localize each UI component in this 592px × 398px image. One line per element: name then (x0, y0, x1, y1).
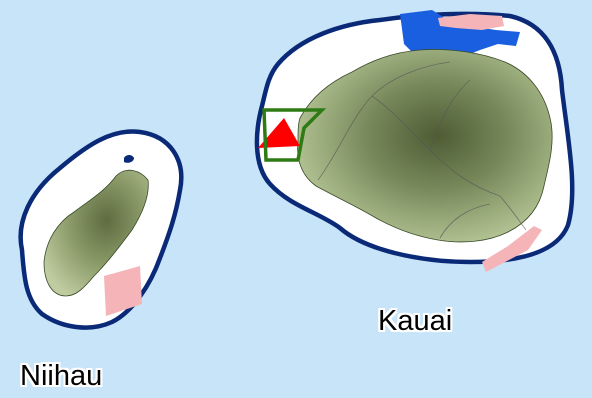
niihau-label: Niihau (20, 360, 103, 392)
niihau-land[interactable] (43, 169, 149, 297)
kauai-blue-zone (400, 10, 520, 60)
kauai-red-zone (258, 118, 300, 148)
kauai-pink-zone-southeast (482, 226, 542, 272)
kauai-land[interactable] (297, 49, 553, 243)
kauai-green-area (262, 108, 327, 162)
lehua-islet (124, 155, 134, 163)
kauai-roads (317, 61, 527, 239)
niihau-pink-zone (104, 266, 142, 316)
kauai-label: Kauai (378, 305, 453, 337)
kauai-pink-zone-north (438, 14, 504, 30)
